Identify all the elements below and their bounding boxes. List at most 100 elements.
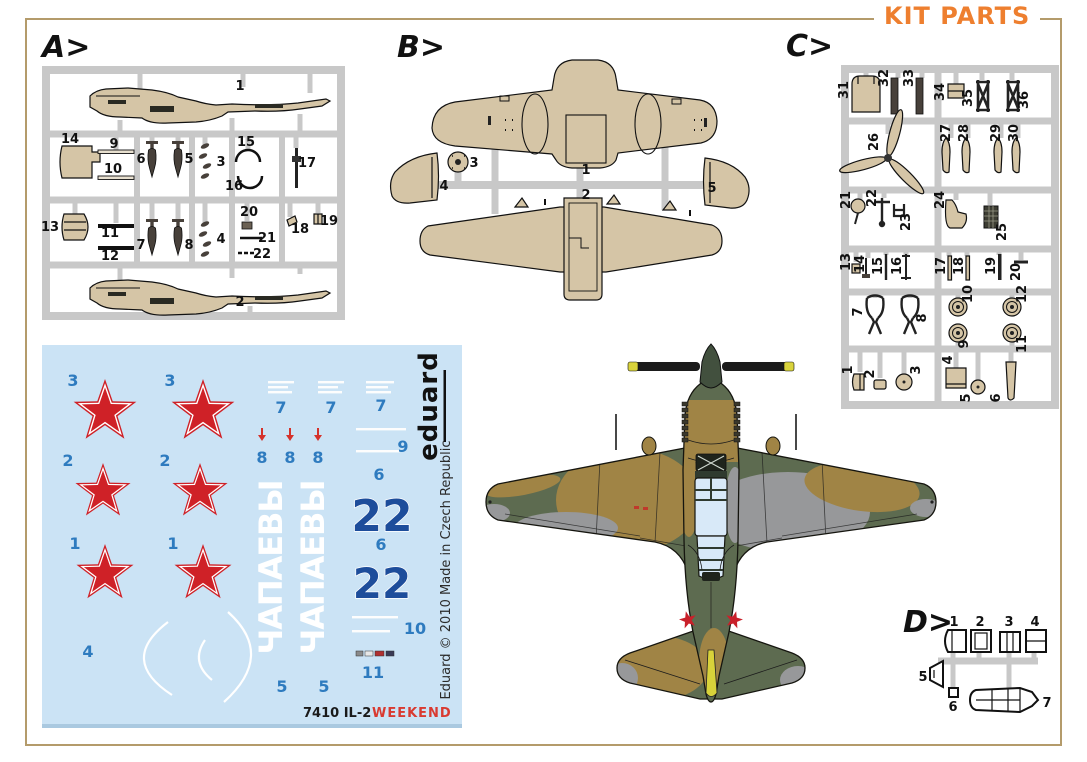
part-label-d-3: 3 xyxy=(1004,615,1013,630)
sprue-a-part-17 xyxy=(292,148,301,188)
sprue-c-part-7 xyxy=(865,294,885,336)
sprue-c-part-2 xyxy=(873,379,887,390)
decal-brand-logo: eduard xyxy=(414,351,444,461)
sprue-c-part-27 xyxy=(941,137,951,174)
part-label-c-34: 34 xyxy=(933,83,948,101)
decal-label-7b: 7 xyxy=(325,398,336,417)
sprue-c-part-16 xyxy=(901,254,911,280)
sprue-d: D> xyxy=(903,605,1052,715)
sprue-a-part-5 xyxy=(171,140,185,178)
part-label-d-4: 4 xyxy=(1030,615,1039,630)
part-label-c-16: 16 xyxy=(890,257,905,275)
aircraft-wing-guns xyxy=(615,414,797,456)
sprue-a-part-8 xyxy=(171,218,185,256)
sprue-b-part-2 xyxy=(419,193,723,301)
sprue-a-runner-frame xyxy=(42,66,345,320)
aircraft-propeller xyxy=(627,361,795,372)
decal-label-1b: 1 xyxy=(167,534,178,553)
decal-label-6b: 6 xyxy=(375,535,386,554)
sprue-a-part-3 xyxy=(197,142,213,180)
part-label-c-17: 17 xyxy=(934,257,949,275)
sprue-c-part-32 xyxy=(890,77,899,115)
sprue-c-part-25 xyxy=(983,205,999,229)
sprue-b-part-3 xyxy=(447,151,469,173)
sprue-b-letter: B> xyxy=(397,30,445,65)
decal-label-1a: 1 xyxy=(69,534,80,553)
sprue-c-part-34 xyxy=(947,83,965,99)
sprue-c-part-17 xyxy=(947,255,953,281)
part-label-d-6: 6 xyxy=(948,700,957,715)
part-label-c-19: 19 xyxy=(984,257,999,275)
sprue-a-part-7 xyxy=(145,218,159,256)
decal-label-9: 9 xyxy=(397,437,408,456)
part-label-c-26: 26 xyxy=(867,133,882,151)
decal-label-6a: 6 xyxy=(373,465,384,484)
part-label-a-12: 12 xyxy=(101,249,119,264)
part-label-c-33: 33 xyxy=(902,69,917,87)
aircraft-exhausts xyxy=(681,401,741,443)
decal-star-labels: 3 3 2 2 1 1 xyxy=(62,371,178,553)
sprue-c-part-30 xyxy=(1011,137,1021,174)
sprue-a-part-15 xyxy=(234,148,262,163)
part-label-a-20: 20 xyxy=(240,205,258,220)
decal-tactical-number-lower: 22 xyxy=(353,559,411,608)
part-label-a-17: 17 xyxy=(298,156,316,171)
page-border xyxy=(25,18,1062,746)
part-label-c-5: 5 xyxy=(959,393,974,402)
decal-tactical-number-upper: 22 xyxy=(351,491,412,542)
sprue-a-part-20 xyxy=(241,221,253,230)
decal-label-3b: 3 xyxy=(164,371,175,390)
part-label-a-3: 3 xyxy=(216,155,225,170)
sprue-d-part-4 xyxy=(1025,629,1047,653)
decal-label-8b: 8 xyxy=(284,448,295,467)
decal-label-11: 11 xyxy=(362,663,384,682)
sprue-a-part-14 xyxy=(59,145,101,179)
part-label-c-1: 1 xyxy=(841,365,856,374)
sprue-c-runner-frame xyxy=(841,65,1059,409)
decal-edition: WEEKEND xyxy=(372,706,452,721)
part-label-d-5: 5 xyxy=(918,670,927,685)
sprue-c-part-labels: 1 2 3 4 5 6 7 8 9 10 11 12 13 14 15 16 1… xyxy=(837,69,1032,403)
decal-label-8a: 8 xyxy=(256,448,267,467)
decal-sheet-bottom-edge xyxy=(42,724,462,728)
sprue-c-part-23 xyxy=(892,204,906,218)
sprue-d-part-labels: 1 2 3 4 5 6 7 xyxy=(918,615,1051,715)
part-label-c-12: 12 xyxy=(1015,285,1030,303)
decal-stencil-blocks xyxy=(268,381,406,633)
aircraft-top-view xyxy=(485,343,937,703)
sprue-c: C> xyxy=(786,29,1059,409)
part-label-a-15: 15 xyxy=(237,135,255,150)
part-label-a-18: 18 xyxy=(291,222,309,237)
part-label-c-13: 13 xyxy=(839,253,854,271)
sprue-c-part-5 xyxy=(970,379,986,395)
sprue-d-part-6 xyxy=(948,687,959,698)
decal-walkway-lines xyxy=(142,611,253,703)
sprue-a-part-12 xyxy=(98,246,134,250)
part-label-a-21: 21 xyxy=(258,231,276,246)
part-label-b-2: 2 xyxy=(581,188,590,203)
decal-label-2b: 2 xyxy=(159,451,170,470)
part-label-c-7: 7 xyxy=(851,307,866,316)
part-label-a-16: 16 xyxy=(225,179,243,194)
sprue-a-part-13 xyxy=(61,213,89,241)
sprue-d-part-2 xyxy=(970,629,992,653)
sprue-c-part-9-wheel xyxy=(948,323,968,343)
part-label-c-8: 8 xyxy=(915,313,930,322)
decal-brand-underline xyxy=(443,370,446,442)
part-label-a-7: 7 xyxy=(136,238,145,253)
rudder-yellow-marking xyxy=(705,649,718,697)
part-label-c-24: 24 xyxy=(933,191,948,209)
decal-copyright: Eduard © 2010 Made in Czech Republic xyxy=(439,440,454,699)
part-label-a-10: 10 xyxy=(104,162,122,177)
sprue-c-part-22 xyxy=(874,198,890,228)
decal-label-5a: 5 xyxy=(276,677,287,696)
decal-label-4: 4 xyxy=(82,642,93,661)
sprue-d-part-5 xyxy=(929,659,944,689)
part-label-c-28: 28 xyxy=(957,124,972,142)
part-label-b-3: 3 xyxy=(469,156,478,171)
sprue-a-part-19 xyxy=(313,213,323,225)
part-label-d-1: 1 xyxy=(949,615,958,630)
sprue-a-part-16 xyxy=(236,175,264,190)
sprue-c-letter: C> xyxy=(786,29,833,64)
